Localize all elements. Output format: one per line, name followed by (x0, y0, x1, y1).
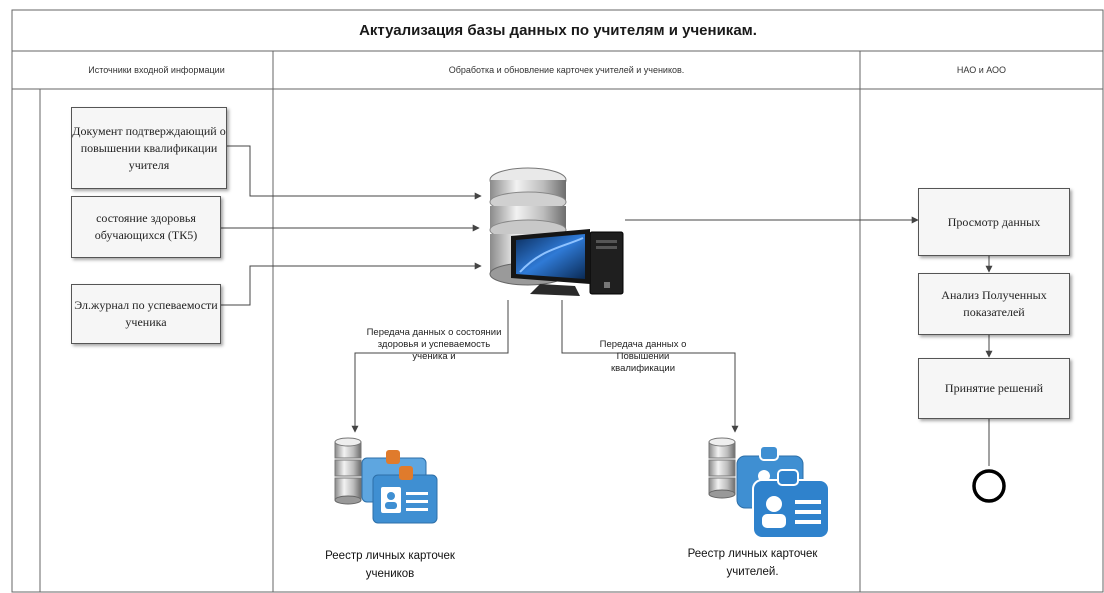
flow-note-teachers: Передача данных о Повышении квалификации (599, 339, 687, 374)
step-box-analyze-indicators: Анализ Полученных показателей (918, 273, 1070, 335)
student-registry-icon (334, 437, 438, 524)
registry-label-teachers: Реестр личных карточек учителей. (687, 548, 818, 578)
lane-header-sources: Источники входной информации (88, 65, 225, 75)
registry-label-students: Реестр личных карточек учеников (325, 550, 455, 580)
swimlane-frame (11, 9, 1104, 593)
computer-monitor-icon (511, 229, 624, 296)
source-box-health-status: состояние здоровья обучающихся (ТК5) (71, 196, 221, 258)
source-box-qualification-document: Документ подтверждающий о повышении квал… (71, 107, 227, 189)
lane-header-processing: Обработка и обновление карточек учителей… (448, 65, 685, 75)
end-event-circle (972, 469, 1006, 503)
diagram-title: Актуализация базы данных по учителям и у… (359, 21, 757, 39)
source-box-e-journal: Эл.журнал по успеваемости ученика (71, 284, 221, 344)
lane-header-nao-aoo: НАО и АОО (956, 65, 1007, 75)
flow-note-students: Передача данных о состоянии здоровья и у… (366, 327, 502, 362)
flow-connectors (221, 145, 993, 466)
step-box-view-data: Просмотр данных (918, 188, 1070, 256)
teacher-registry-icon (708, 437, 830, 539)
step-box-decision-making: Принятие решений (918, 358, 1070, 419)
